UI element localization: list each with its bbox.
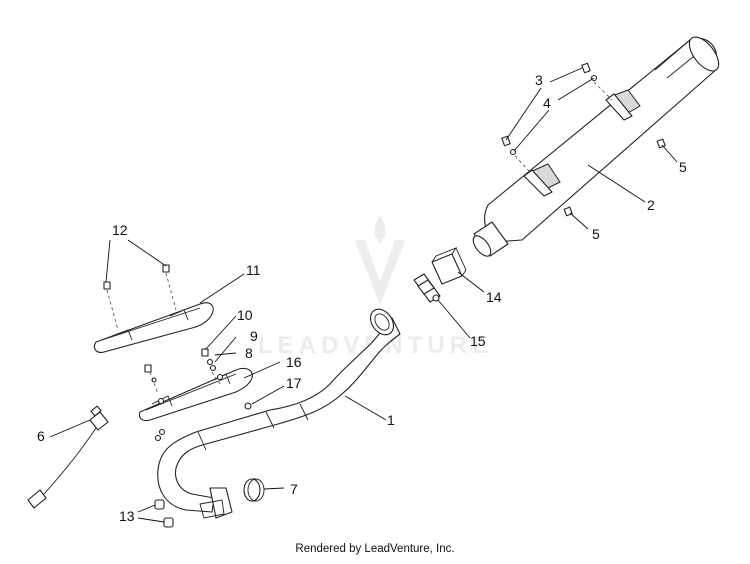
lower-heat-shield-part-16 [138,367,253,422]
upper-heat-shield-part-11 [93,264,214,353]
oxygen-sensor-part-6 [27,405,109,509]
callout-6: 6 [37,428,45,444]
callout-12: 12 [112,222,128,238]
leadventure-watermark: LEADVENTURE [258,215,488,359]
callout-labels: 1 2 3 4 5 5 6 7 8 9 10 11 12 13 14 15 16… [37,72,687,524]
callout-2: 2 [647,197,655,213]
callout-10: 10 [237,307,253,323]
callout-9: 9 [250,328,258,344]
callout-8: 8 [245,345,253,361]
gasket-part-14 [431,247,467,285]
rendered-by-footer: Rendered by LeadVenture, Inc. [295,543,455,555]
callout-16: 16 [286,354,302,370]
callout-17: 17 [286,375,302,391]
muffler-part-2 [472,36,720,257]
callout-4: 4 [543,95,551,111]
clamp-part-15 [413,273,441,303]
ring-part-7 [243,478,265,502]
callout-13: 13 [119,508,135,524]
callout-11: 11 [246,262,261,278]
leader-lines [49,67,678,523]
shield-clips-part-17 [144,364,252,442]
callout-7: 7 [290,481,298,497]
callout-1: 1 [387,412,395,428]
callout-5-upper: 5 [679,159,687,175]
callout-14: 14 [486,289,502,305]
callout-3: 3 [535,72,543,88]
callout-15: 15 [470,333,486,349]
header-pipe-part-1 [157,308,401,519]
nuts-part-13 [154,499,174,528]
hardware-parts-8-9-10 [201,348,221,385]
callout-5-lower: 5 [592,226,600,242]
